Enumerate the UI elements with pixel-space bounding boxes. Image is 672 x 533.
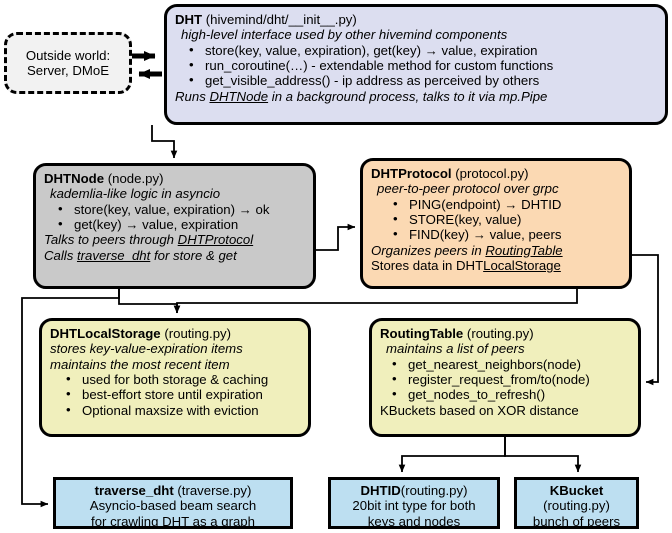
routingtable-bullet-1: register_request_from/to(node) [392, 371, 632, 387]
dht-bullet-0: store(key, value, expiration), get(key) … [189, 42, 659, 58]
dhtnode-footer2-prefix: Calls [44, 247, 77, 263]
localstorage-bullet-list: used for both storage & caching best-eff… [50, 371, 302, 418]
wire-dht-to-dhtnode [151, 125, 178, 159]
dhtnode-bullet-list: store(key, value, expiration) → ok get(k… [44, 201, 307, 233]
dhtnode-footer1-prefix: Talks to peers through [44, 232, 178, 248]
wire-routingtable-to-kbucket [504, 437, 582, 473]
routingtable-title: RoutingTable (routing.py) [380, 326, 632, 341]
localstorage-title: DHTLocalStorage (routing.py) [50, 326, 302, 341]
dhtprotocol-bullet-2: FIND(key) → value, peers [393, 226, 623, 242]
kbucket-line2: (routing.py) [543, 498, 610, 514]
dht-footer-suffix: in a background process, talks to it via… [268, 88, 548, 104]
localstorage-subtitle-2: maintains the most recent item [50, 356, 230, 372]
node-routingtable[interactable]: RoutingTable (routing.py) maintains a li… [369, 318, 641, 437]
node-kbucket[interactable]: KBucket (routing.py) bunch of peers [514, 477, 639, 529]
dht-footer-link-dhtnode[interactable]: DHTNode [209, 88, 269, 104]
traverse-title-bold: traverse_dht [94, 483, 174, 498]
routingtable-title-bold: RoutingTable [380, 326, 464, 341]
dhtprotocol-footer-2: Stores data in DHTLocalStorage [371, 258, 623, 273]
routingtable-bullet-2: get_nodes_to_refresh() [392, 386, 632, 402]
dht-title: DHT (hivemind/dht/__init__.py) [175, 12, 659, 27]
dht-footer-prefix: Runs [175, 88, 210, 104]
routingtable-subtitle: maintains a list of peers [386, 341, 525, 357]
dhtnode-footer-1: Talks to peers through DHTProtocol [44, 232, 307, 247]
localstorage-title-bold: DHTLocalStorage [50, 326, 161, 341]
localstorage-subtitle-1: stores key-value-expiration items [50, 341, 243, 357]
traverse-title-rest: (traverse.py) [173, 483, 252, 498]
localstorage-bullet-1: best-effort store until expiration [66, 386, 302, 402]
dht-subtitle: high-level interface used by other hivem… [181, 27, 508, 43]
dhtid-line3: keys and nodes [367, 513, 461, 529]
localstorage-title-rest: (routing.py) [160, 326, 232, 341]
dht-footer: Runs DHTNode in a background process, ta… [175, 89, 659, 104]
dht-bullet-list: store(key, value, expiration), get(key) … [175, 42, 659, 89]
node-dht[interactable]: DHT (hivemind/dht/__init__.py) high-leve… [164, 4, 668, 125]
dhtnode-bullet-0: store(key, value, expiration) → ok [58, 201, 307, 217]
outside-world-line1: Outside world: [25, 47, 111, 63]
routingtable-bullet-0: get_nearest_neighbors(node) [392, 356, 632, 372]
kbucket-title: KBucket [521, 483, 632, 498]
traverse-title: traverse_dht (traverse.py) [60, 483, 286, 498]
dhtprotocol-subtitle: peer-to-peer protocol over grpc [377, 181, 559, 197]
node-outside-world[interactable]: Outside world: Server, DMoE [4, 32, 132, 94]
dhtnode-footer2-suffix: for store & get [150, 247, 237, 263]
dhtprotocol-footer-1: Organizes peers in RoutingTable [371, 243, 623, 258]
dhtnode-subtitle: kademlia-like logic in asyncio [50, 186, 221, 202]
wire-dhtprotocol-to-localstorage [173, 289, 578, 314]
dht-bullet-2: get_visible_address() - ip address as pe… [189, 72, 659, 88]
dhtprotocol-bullet-0: PING(endpoint) → DHTID [393, 196, 623, 212]
localstorage-bullet-2: Optional maxsize with eviction [66, 402, 302, 418]
localstorage-bullet-0: used for both storage & caching [66, 371, 302, 387]
dhtnode-title-rest: (node.py) [104, 171, 164, 186]
node-dhtid[interactable]: DHTID(routing.py) 20bit int type for bot… [328, 477, 500, 529]
dhtprotocol-bullet-list: PING(endpoint) → DHTID STORE(key, value)… [371, 196, 623, 243]
dht-title-rest: (hivemind/dht/__init__.py) [202, 12, 357, 27]
dhtprotocol-bullet-1: STORE(key, value) [393, 211, 623, 227]
dht-title-bold: DHT [175, 12, 203, 27]
dhtid-title: DHTID(routing.py) [335, 483, 493, 498]
node-dhtnode[interactable]: DHTNode (node.py) kademlia-like logic in… [33, 163, 316, 289]
dht-bullet-1: run_coroutine(…) - extendable method for… [189, 57, 659, 73]
dhtnode-link-traverse-dht[interactable]: traverse_dht [76, 247, 151, 263]
dhtprotocol-title-bold: DHTProtocol [371, 166, 452, 181]
traverse-line2: Asyncio-based beam search [89, 498, 257, 514]
wire-routingtable-to-dhtid [398, 437, 506, 473]
dhtid-title-bold: DHTID [360, 483, 401, 498]
node-dhtlocalstorage[interactable]: DHTLocalStorage (routing.py) stores key-… [39, 318, 311, 437]
dhtnode-footer-2: Calls traverse_dht for store & get [44, 248, 307, 263]
dhtid-title-rest: (routing.py) [400, 483, 468, 498]
dhtprotocol-title-rest: (protocol.py) [451, 166, 529, 181]
dhtnode-link-dhtprotocol[interactable]: DHTProtocol [177, 232, 254, 248]
routingtable-title-rest: (routing.py) [463, 326, 534, 341]
dhtprotocol-footer1-prefix: Organizes peers in [371, 242, 486, 258]
dhtprotocol-link-routingtable[interactable]: RoutingTable [485, 242, 563, 258]
dhtprotocol-title: DHTProtocol (protocol.py) [371, 166, 623, 181]
dhtnode-title: DHTNode (node.py) [44, 171, 307, 186]
dhtprotocol-footer2-prefix: Stores data in DHT [371, 257, 484, 273]
dhtid-line2: 20bit int type for both [352, 498, 476, 514]
node-traverse-dht[interactable]: traverse_dht (traverse.py) Asyncio-based… [53, 477, 293, 529]
traverse-line3: for crawling DHT as a graph [91, 513, 255, 529]
outside-world-line2: Server, DMoE [26, 63, 110, 78]
dhtprotocol-link-localstorage[interactable]: LocalStorage [483, 257, 561, 273]
routingtable-footer: KBuckets based on XOR distance [380, 402, 579, 418]
dhtnode-title-bold: DHTNode [44, 171, 105, 186]
node-dhtprotocol[interactable]: DHTProtocol (protocol.py) peer-to-peer p… [360, 158, 632, 289]
kbucket-title-bold: KBucket [549, 483, 604, 498]
dhtnode-bullet-1: get(key) → value, expiration [58, 216, 307, 232]
wire-dhtnode-to-dhtprotocol [312, 223, 356, 265]
kbucket-line3: bunch of peers [532, 513, 621, 529]
routingtable-bullet-list: get_nearest_neighbors(node) register_req… [380, 356, 632, 403]
